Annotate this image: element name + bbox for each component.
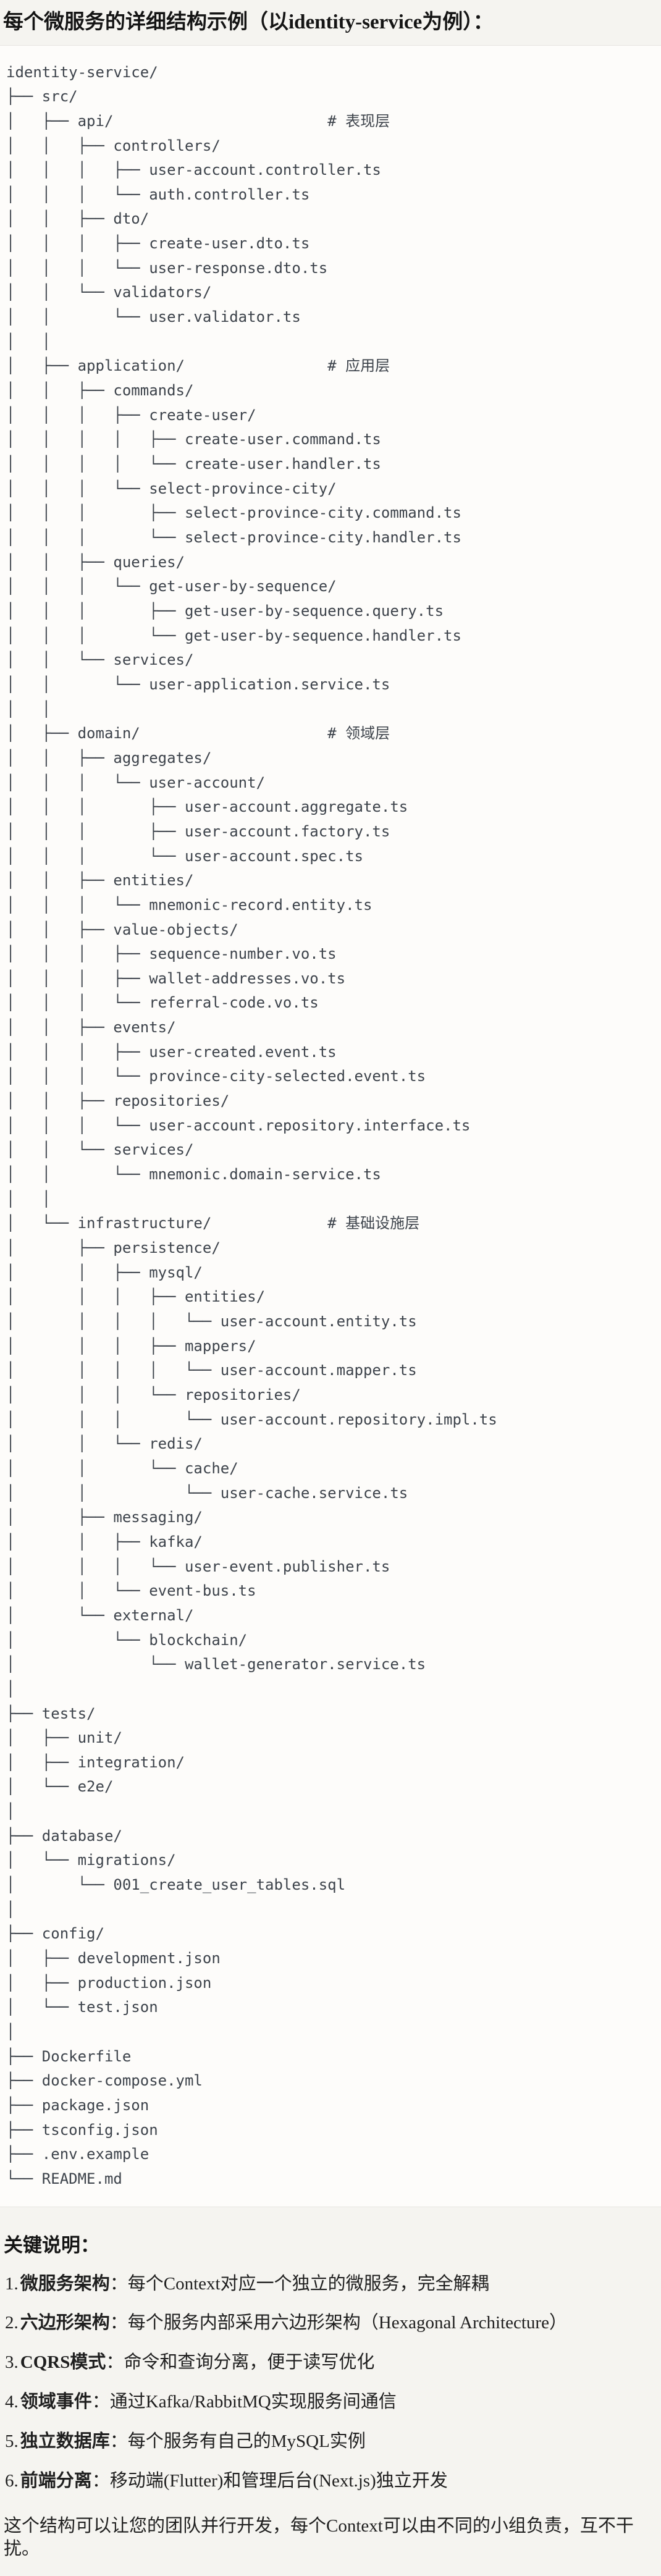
note-number: 1. (5, 2273, 19, 2294)
note-label: 前端分离 (20, 2470, 92, 2491)
note-item: 3.CQRS模式：命令和查询分离，便于读写优化 (5, 2352, 656, 2373)
note-text: ：移动端(Flutter)和管理后台(Next.js)独立开发 (91, 2470, 448, 2491)
note-text: ：每个服务有自己的MySQL实例 (109, 2431, 366, 2451)
note-label: 微服务架构 (20, 2273, 110, 2294)
note-label: 独立数据库 (20, 2431, 110, 2451)
page-title: 每个微服务的详细结构示例（以identity-service为例）： (3, 11, 494, 33)
notes-list: 1.微服务架构：每个Context对应一个独立的微服务，完全解耦 2.六边形架构… (4, 2273, 656, 2492)
notes-section: 关键说明： 1.微服务架构：每个Context对应一个独立的微服务，完全解耦 2… (0, 2207, 661, 2576)
note-item: 6.前端分离：移动端(Flutter)和管理后台(Next.js)独立开发 (5, 2470, 656, 2492)
title-section: 每个微服务的详细结构示例（以identity-service为例）： (0, 0, 661, 45)
note-item: 4.领域事件：通过Kafka/RabbitMQ实现服务间通信 (5, 2391, 656, 2413)
note-number: 3. (5, 2352, 19, 2373)
note-number: 2. (5, 2313, 19, 2333)
note-number: 4. (5, 2392, 19, 2412)
note-text: ：通过Kafka/RabbitMQ实现服务间通信 (91, 2392, 397, 2412)
note-text: ：命令和查询分离，便于读写优化 (106, 2352, 375, 2373)
note-label: 领域事件 (20, 2392, 92, 2412)
note-label: 六边形架构 (20, 2313, 110, 2333)
closing-paragraph: 这个结构可以让您的团队并行开发，每个Context可以由不同的小组负责，互不干扰… (4, 2516, 634, 2559)
code-block: identity-service/ ├── src/ │ ├── api/ # … (0, 44, 661, 2207)
note-item: 5.独立数据库：每个服务有自己的MySQL实例 (5, 2431, 656, 2452)
note-text: ：每个服务内部采用六边形架构（Hexagonal Architecture） (109, 2313, 567, 2333)
note-item: 2.六边形架构：每个服务内部采用六边形架构（Hexagonal Architec… (5, 2312, 656, 2334)
note-number: 6. (5, 2470, 19, 2491)
note-label: CQRS模式 (20, 2352, 106, 2373)
directory-tree: identity-service/ ├── src/ │ ├── api/ # … (6, 63, 497, 2187)
note-text: ：每个Context对应一个独立的微服务，完全解耦 (109, 2273, 489, 2294)
note-number: 5. (5, 2431, 19, 2451)
notes-heading: 关键说明： (4, 2234, 99, 2256)
note-item: 1.微服务架构：每个Context对应一个独立的微服务，完全解耦 (5, 2273, 656, 2295)
